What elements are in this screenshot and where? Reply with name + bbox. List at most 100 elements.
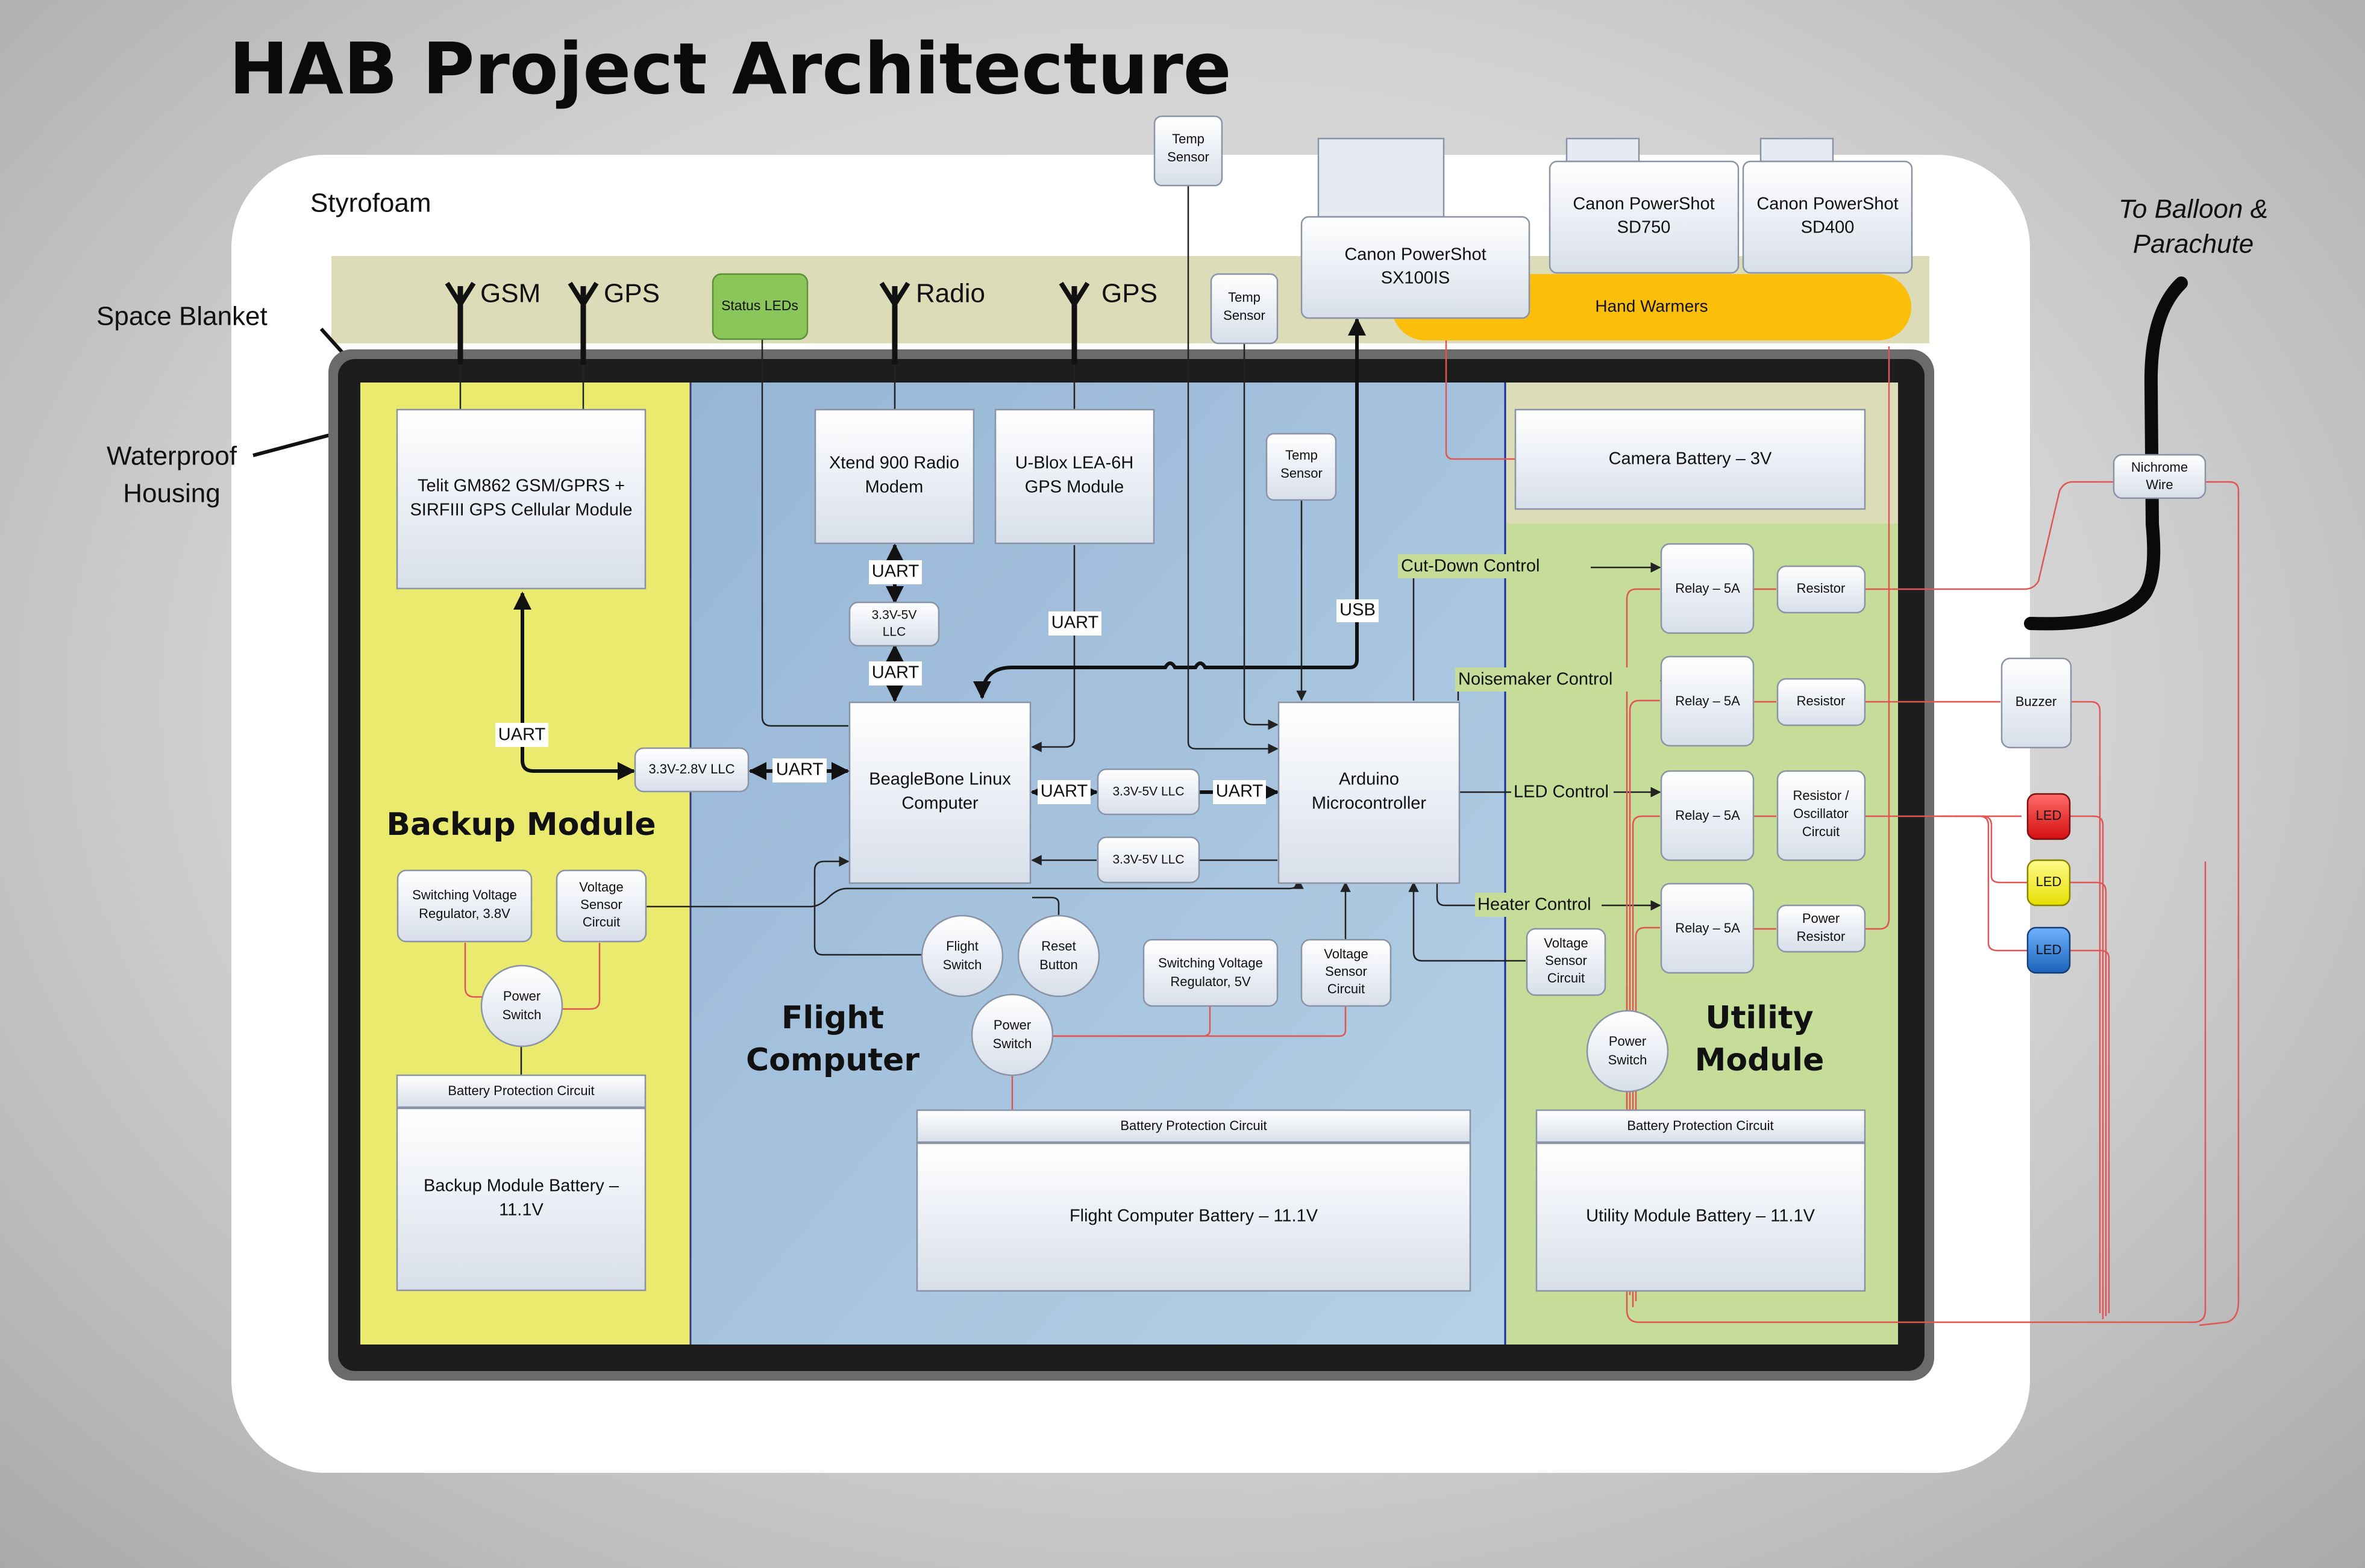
- relay-heater: [1660, 882, 1755, 974]
- power-resistor: [1776, 904, 1866, 953]
- flight-regulator-label: Regulator, 5V: [1170, 974, 1251, 989]
- backup-power-switch[interactable]: [480, 964, 563, 1048]
- gps-module-antenna-label: GPS: [1101, 279, 1157, 308]
- backup-bpc-box: [396, 1074, 647, 1108]
- relay-heater-label: Relay – 5A: [1675, 920, 1740, 935]
- utility-bpc-box: [1535, 1109, 1866, 1143]
- flight-power-switch-label: Switch: [993, 1036, 1032, 1051]
- camera-battery-label: Camera Battery – 3V: [1609, 449, 1772, 469]
- low-llc-label: 3.3V-5V LLC: [1112, 853, 1184, 867]
- camera-sd400-top: [1759, 137, 1834, 163]
- flight-switch-label: Switch: [943, 957, 982, 972]
- flight-voltage-sensor-box: [1300, 939, 1392, 1007]
- led-red-label: LED: [2036, 808, 2062, 823]
- flight-power-switch-label: Power: [994, 1017, 1031, 1032]
- usb-label: USB: [1339, 601, 1376, 620]
- led-control-label: LED Control: [1514, 782, 1609, 802]
- backup-module-title: Backup Module: [386, 807, 656, 843]
- resistor-oscillator-label: Resistor /: [1793, 788, 1850, 803]
- cutdown-control-label: Cut-Down Control: [1401, 557, 1540, 576]
- resistor-noisemaker-label: Resistor: [1797, 693, 1846, 708]
- gps-antenna-label: GPS: [604, 279, 660, 308]
- utility-bpc-label: Battery Protection Circuit: [1627, 1118, 1773, 1133]
- relay-noisemaker-label: Relay – 5A: [1675, 693, 1740, 708]
- flight-temp-sensor-label: Temp: [1285, 448, 1318, 463]
- temp-sensor-strip-label: Temp: [1228, 290, 1261, 305]
- reset-button-label: Button: [1039, 957, 1078, 972]
- balloon-label-line2: Parachute: [2133, 230, 2254, 259]
- utility-battery-box: [1535, 1142, 1866, 1292]
- flight-voltage-sensor-label: Sensor: [1325, 964, 1367, 979]
- flight-temp-sensor-label: Sensor: [1280, 466, 1323, 481]
- utility-power-switch[interactable]: [1586, 1010, 1669, 1093]
- xtend-radio-label: Modem: [865, 478, 924, 497]
- relay-led: [1660, 770, 1755, 861]
- camera-sd400-label: Canon PowerShot: [1756, 195, 1898, 214]
- temp-sensor-outside-label: Sensor: [1167, 149, 1209, 164]
- backup-power-switch-label: Power: [503, 989, 540, 1004]
- flight-power-switch[interactable]: [971, 993, 1054, 1076]
- flight-switch-label: Flight: [946, 939, 979, 954]
- flight-temp-sensor-box: [1265, 433, 1337, 501]
- backup-voltage-sensor-label: Voltage: [579, 879, 623, 895]
- flight-bpc-label: Battery Protection Circuit: [1120, 1118, 1267, 1133]
- status-leds-box: [712, 273, 809, 340]
- power-wires: [464, 340, 2240, 1326]
- backup-battery-label: Backup Module Battery –: [424, 1176, 619, 1196]
- uart-label: UART: [1051, 613, 1099, 633]
- resistor-oscillator: [1776, 770, 1866, 861]
- hand-warmers-label: Hand Warmers: [1595, 296, 1708, 315]
- flight-switch[interactable]: [921, 914, 1004, 998]
- temp-sensor-strip-label: Sensor: [1223, 308, 1265, 323]
- uart-label: UART: [776, 760, 824, 779]
- relay-group: Relay – 5A Relay – 5A Relay – 5A Relay –…: [1660, 543, 1755, 974]
- radio-antenna-icon: [879, 281, 910, 364]
- temp-sensor-outside-label: Temp: [1172, 131, 1204, 146]
- backup-bpc-label: Battery Protection Circuit: [448, 1083, 594, 1098]
- uart-label: UART: [1041, 782, 1088, 801]
- flight-computer-title-line2: Computer: [746, 1042, 919, 1078]
- backup-voltage-sensor-box: [556, 869, 647, 943]
- camera-sd750-box: [1549, 160, 1740, 274]
- backup-regulator-label: Regulator, 3.8V: [419, 906, 510, 921]
- arduino-label: Arduino: [1339, 770, 1399, 789]
- camera-sd750-top: [1565, 137, 1640, 163]
- led-red: [2026, 793, 2071, 840]
- nichrome-wire-box: [2113, 454, 2207, 499]
- low-llc-box: [1097, 836, 1200, 884]
- resistor-cutdown-label: Resistor: [1797, 581, 1846, 596]
- backup-llc-box: [634, 747, 750, 793]
- resistor-oscillator-label: Circuit: [1802, 824, 1840, 839]
- flight-computer-title-line1: Flight: [782, 1000, 884, 1036]
- camera-sx100-lens: [1317, 137, 1445, 218]
- resistor-cutdown: [1776, 565, 1866, 614]
- power-resistor-label: Power: [1802, 911, 1840, 926]
- backup-regulator-box: [396, 869, 533, 943]
- led-blue-label: LED: [2036, 942, 2062, 957]
- waterproof-housing-label-line2: Housing: [123, 479, 220, 508]
- flight-battery-box: [916, 1142, 1471, 1292]
- ublox-gps-label: U-Blox LEA-6H: [1015, 454, 1134, 473]
- utility-module-title-line1: Utility: [1705, 1000, 1813, 1036]
- radio-llc-label: LLC: [883, 625, 906, 639]
- uart-label: UART: [498, 725, 546, 745]
- reset-button-label: Reset: [1041, 939, 1076, 954]
- radio-antenna-label: Radio: [916, 279, 985, 308]
- uart-label: UART: [872, 562, 919, 581]
- beaglebone-box: [848, 701, 1032, 884]
- balloon-tether: [2024, 276, 2188, 631]
- backup-voltage-sensor-label: Sensor: [580, 897, 622, 912]
- telit-module-box: [396, 408, 647, 590]
- styrofoam-label: Styrofoam: [310, 189, 431, 218]
- noisemaker-control-label: Noisemaker Control: [1458, 670, 1612, 689]
- reset-button[interactable]: [1017, 914, 1100, 998]
- resistor-noisemaker: [1776, 678, 1866, 726]
- nichrome-wire-label: Wire: [2146, 477, 2173, 492]
- camera-sd750-label: Canon PowerShot: [1573, 195, 1714, 214]
- flight-battery-label: Flight Computer Battery – 11.1V: [1070, 1207, 1318, 1226]
- utility-module-title-line2: Module: [1695, 1042, 1825, 1078]
- camera-sd400-label: SD400: [1801, 218, 1855, 237]
- flight-regulator-label: Switching Voltage: [1158, 955, 1263, 970]
- backup-battery-label: 11.1V: [499, 1201, 543, 1220]
